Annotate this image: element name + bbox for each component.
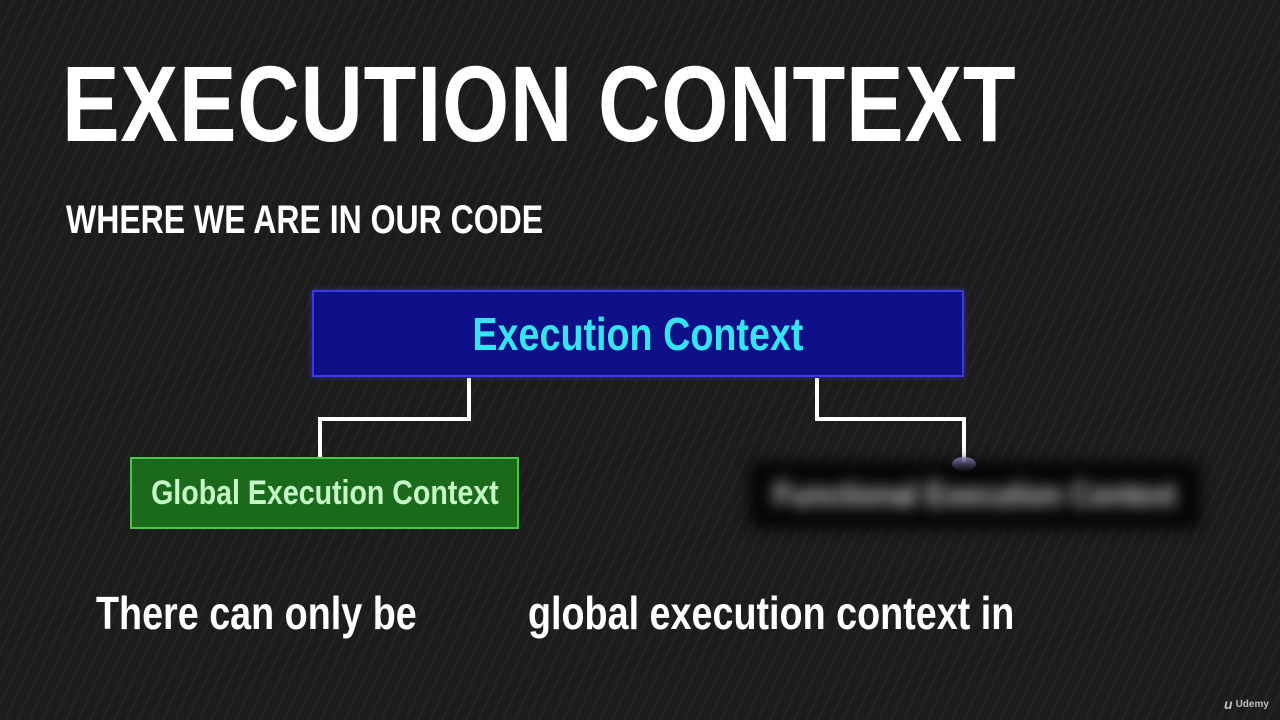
- global-execution-context-label: Global Execution Context: [150, 473, 499, 512]
- slide-title: EXECUTION CONTEXT: [62, 43, 1017, 164]
- slide-subtitle: WHERE WE ARE IN OUR CODE: [66, 198, 544, 242]
- udemy-logo-icon: u: [1224, 696, 1233, 712]
- execution-context-box: Execution Context: [312, 290, 964, 377]
- connector-to-functional: [815, 378, 966, 462]
- caption-right: global execution context in: [528, 587, 1015, 639]
- udemy-logo: u Udemy: [1224, 696, 1269, 712]
- functional-execution-context-label: Functional Execution Context: [773, 475, 1177, 514]
- execution-context-label: Execution Context: [472, 307, 804, 360]
- udemy-logo-text: Udemy: [1235, 698, 1269, 710]
- functional-execution-context-box: Functional Execution Context: [750, 462, 1200, 528]
- caption-left: There can only be: [96, 587, 417, 639]
- connector-to-global: [318, 378, 471, 460]
- global-execution-context-box: Global Execution Context: [130, 457, 519, 529]
